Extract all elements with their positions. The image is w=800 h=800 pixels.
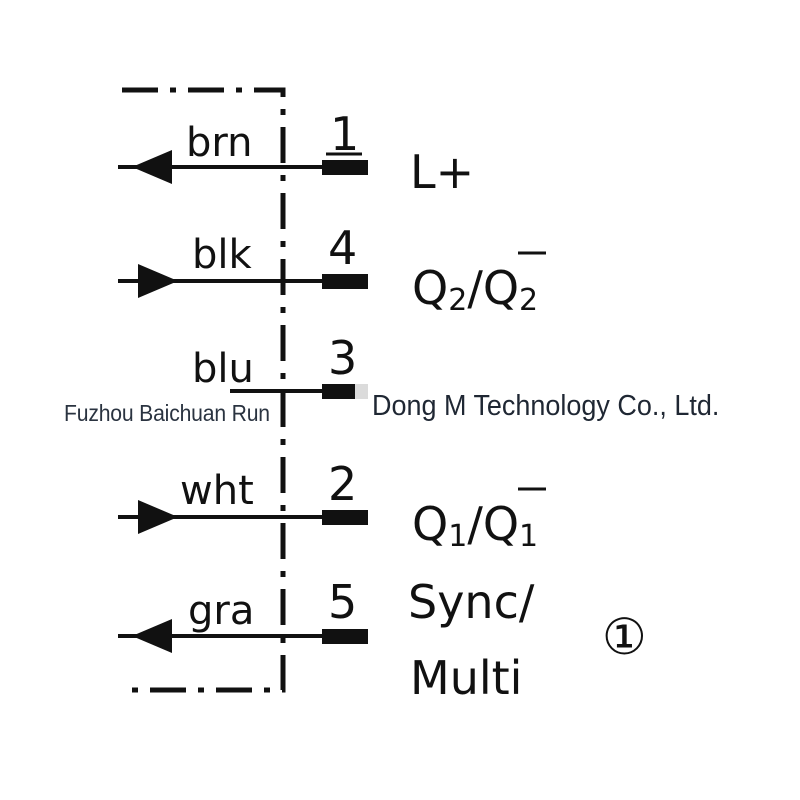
callout-number: ① [602,608,647,666]
pin-terminal [322,274,368,289]
pin-row-5: gra 5 Sync/ Multi [118,575,535,705]
pin-number: 5 [328,575,357,629]
pin-terminal [322,384,368,399]
wire-color-label: blu [192,346,254,392]
input-arrow-icon [132,150,172,184]
pin-row-4: blk 4 Q2/Q2 [118,221,546,318]
pin-row-3: blu 3 [192,331,368,399]
pin-terminal [322,160,368,175]
pin-number: 1 [330,107,359,161]
pin-terminal [322,629,368,644]
wire-color-label: gra [188,588,254,634]
signal-name: L+ [410,145,474,199]
pin-number: 4 [328,221,357,275]
signal-name-line1: Sync/ [408,575,535,629]
signal-name: Q1/Q1 [412,487,546,554]
pin-number: 2 [328,457,357,511]
output-arrow-icon [138,264,178,298]
output-arrow-icon [138,500,178,534]
signal-name: Q2/Q2 [412,251,546,318]
input-arrow-icon [132,619,172,653]
signal-name-line2: Multi [410,651,522,705]
wire-color-label: blk [192,232,253,278]
wire-color-label: wht [180,468,254,514]
svg-text:Q2/Q2: Q2/Q2 [412,261,538,318]
wire-color-label: brn [186,120,252,166]
pin-number: 3 [328,331,357,385]
pin-terminal [322,510,368,525]
pin-row-2: wht 2 Q1/Q1 [118,457,546,554]
svg-text:Q1/Q1: Q1/Q1 [412,497,538,554]
connector-housing-outline [122,87,286,693]
pin-row-1: brn 1 L+ [118,107,474,199]
